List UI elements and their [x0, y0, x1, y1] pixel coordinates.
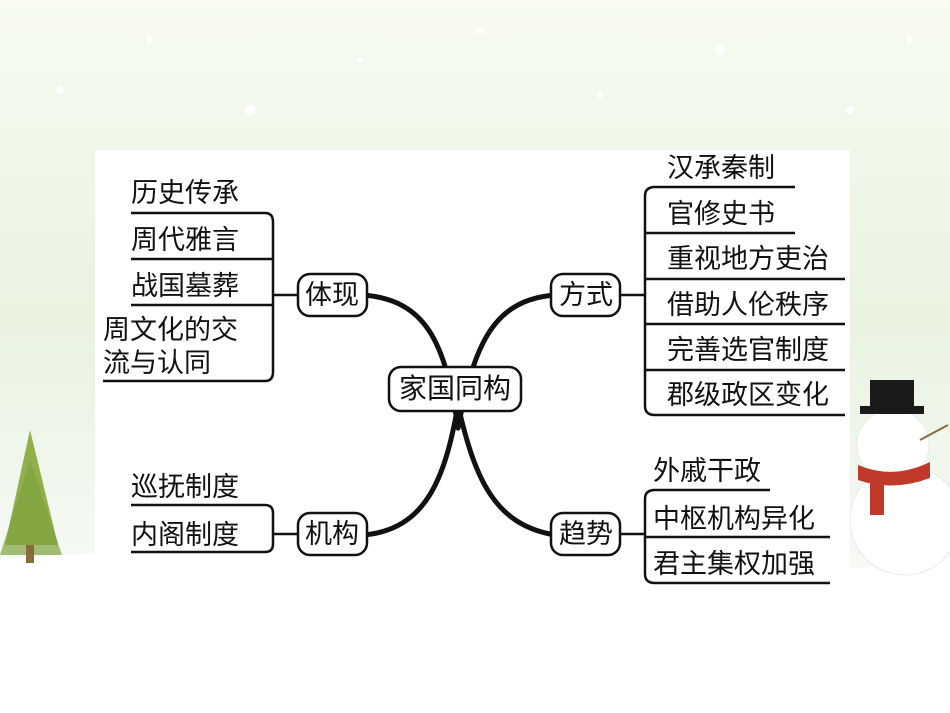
tixian-item-3: 战国墓葬	[131, 271, 239, 302]
snow-ground	[0, 551, 950, 713]
fangshi-item-2: 官修史书	[667, 199, 775, 230]
jigou-bracket	[131, 503, 275, 554]
mindmap-diagram: 家国同构 体现 历史传承 周代雅言 战国墓葬 周文化的交 流与认同 机构 巡抚制…	[103, 153, 845, 585]
connectors	[360, 292, 558, 538]
fangshi-item-3: 重视地方吏治	[667, 244, 829, 275]
center-node: 家国同构	[387, 365, 523, 413]
connector-qushi	[455, 402, 558, 538]
fangshi-bracket	[643, 185, 845, 417]
tree-icon	[0, 430, 62, 563]
branch-qushi: 趋势 外戚干政 中枢机构异化 君主集权加强	[549, 456, 830, 585]
tixian-node-label: 体现	[305, 280, 359, 311]
qushi-item-3: 君主集权加强	[653, 549, 815, 580]
tixian-item-4: 周文化的交	[103, 315, 238, 346]
fangshi-item-6: 郡级政区变化	[667, 380, 829, 411]
connector-jigou	[360, 402, 461, 538]
snowflakes	[26, 26, 913, 643]
branch-jigou: 机构 巡抚制度 内阁制度	[131, 472, 369, 557]
fangshi-item-1: 汉承秦制	[667, 153, 775, 184]
fangshi-node-label: 方式	[559, 280, 613, 311]
tixian-item-2: 周代雅言	[131, 225, 239, 256]
center-label: 家国同构	[399, 372, 511, 405]
tixian-bracket	[103, 211, 275, 383]
mindmap-panel: 家国同构 体现 历史传承 周代雅言 战国墓葬 周文化的交 流与认同 机构 巡抚制…	[95, 150, 850, 585]
fangshi-item-5: 完善选官制度	[667, 335, 829, 366]
branch-tixian: 体现 历史传承 周代雅言 战国墓葬 周文化的交 流与认同	[103, 178, 369, 383]
qushi-item-2: 中枢机构异化	[653, 504, 815, 535]
jigou-item-2: 内阁制度	[131, 520, 239, 551]
branch-fangshi: 方式 汉承秦制 官修史书 重视地方吏治 借助人伦秩序 完善选官制度 郡级政区变化	[549, 153, 845, 417]
snowman-icon	[849, 380, 950, 576]
tixian-item-1: 历史传承	[131, 178, 239, 209]
jigou-item-1: 巡抚制度	[131, 472, 239, 503]
jigou-node-label: 机构	[305, 519, 359, 550]
qushi-node-label: 趋势	[559, 519, 613, 550]
tixian-item-5: 流与认同	[103, 348, 211, 379]
qushi-item-1: 外戚干政	[653, 456, 761, 487]
fangshi-item-4: 借助人伦秩序	[667, 290, 829, 321]
